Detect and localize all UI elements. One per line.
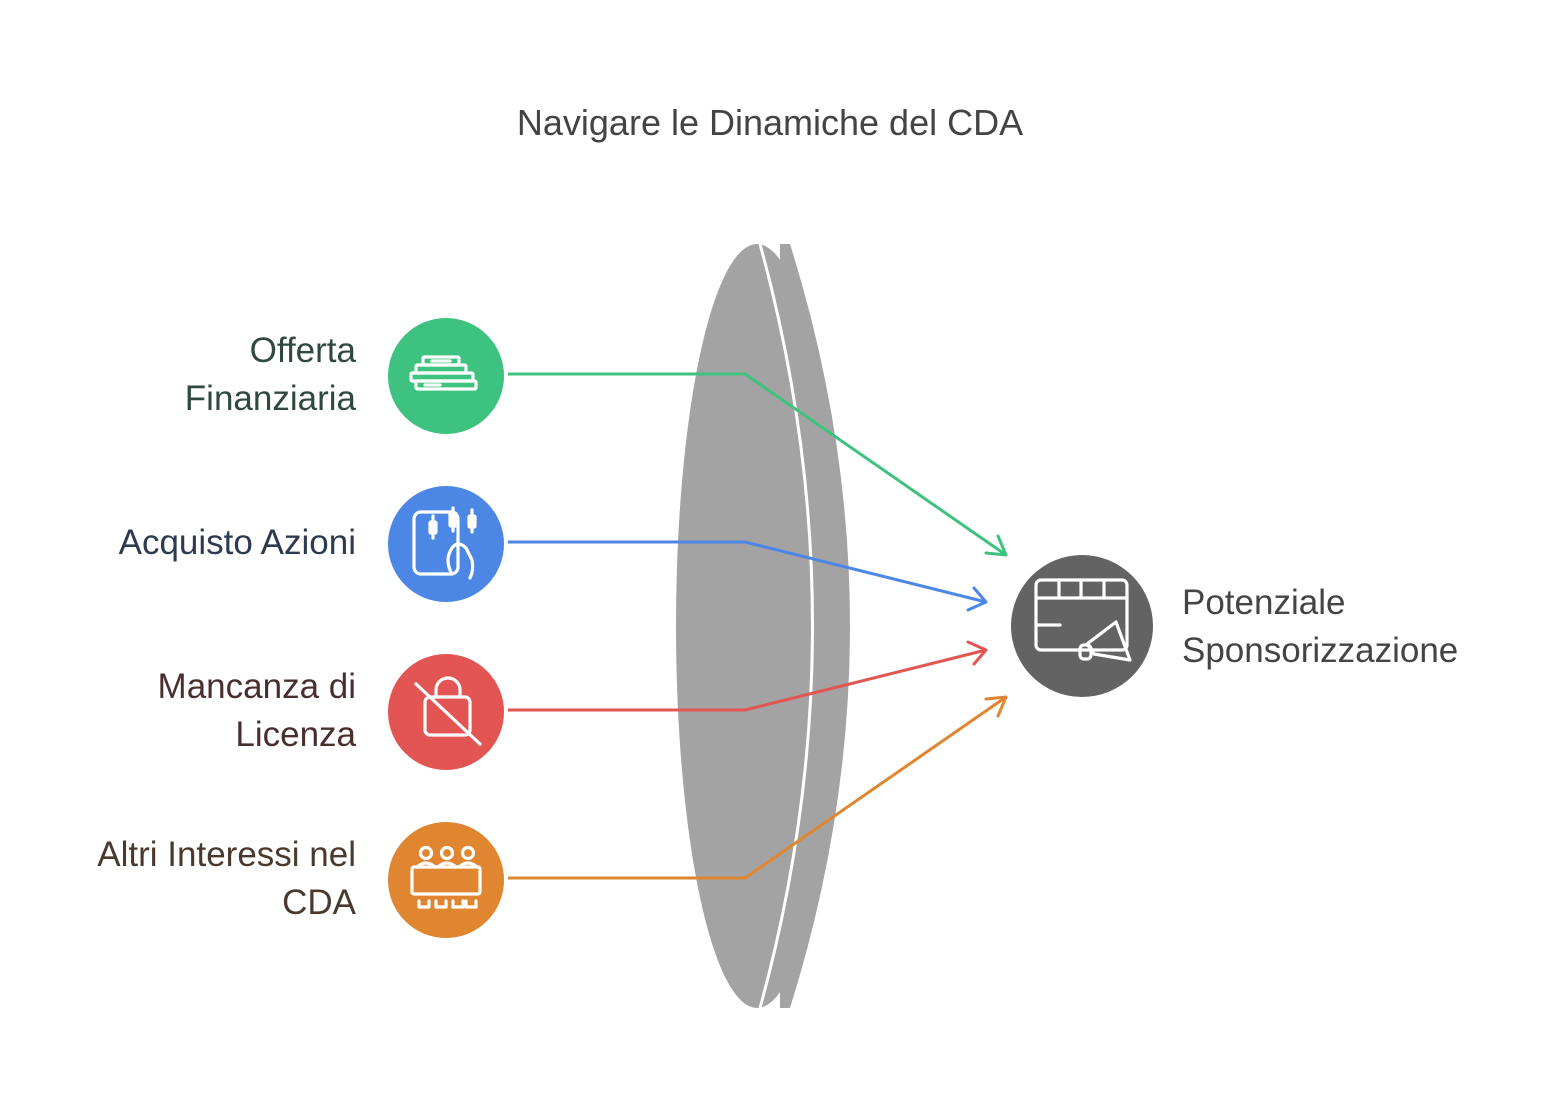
input-circle-acquisto <box>388 486 504 602</box>
input-acquisto-azioni: Acquisto Azioni <box>119 486 504 602</box>
board-meeting-icon <box>410 845 482 909</box>
output-potenziale-sponsorizzazione: Potenziale Sponsorizzazione <box>1011 555 1458 697</box>
connector-mancanza <box>508 648 987 712</box>
input-label-mancanza-line1: Mancanza di <box>158 667 356 706</box>
output-label-line1: Potenziale <box>1182 583 1345 622</box>
lens <box>676 243 850 1009</box>
connector-offerta <box>508 372 1007 557</box>
connector-altri <box>508 695 1007 880</box>
diagram-title: Navigare le Dinamiche del CDA <box>517 102 1023 143</box>
arrowhead-mancanza <box>966 640 988 666</box>
connector-acquisto <box>508 540 987 604</box>
arrowhead-altri <box>984 695 1008 718</box>
lens-rim-line <box>758 243 814 1009</box>
output-label-line2: Sponsorizzazione <box>1182 631 1458 670</box>
input-circle-offerta <box>388 318 504 434</box>
output-circle <box>1011 555 1153 697</box>
connectors <box>508 372 1008 880</box>
arrowhead-offerta <box>984 534 1008 557</box>
input-label-altri-line1: Altri Interessi nel <box>97 835 356 874</box>
arrowhead-acquisto <box>966 586 988 612</box>
billboard-megaphone-icon <box>1034 578 1132 662</box>
input-mancanza-licenza: Mancanza di Licenza <box>158 654 504 770</box>
input-label-acquisto: Acquisto Azioni <box>119 523 356 562</box>
input-label-offerta-line1: Offerta <box>250 331 357 370</box>
input-label-offerta-line2: Finanziaria <box>185 379 357 418</box>
input-altri-interessi: Altri Interessi nel CDA <box>97 822 504 938</box>
lens-front <box>676 244 838 1008</box>
no-lock-icon <box>414 676 482 746</box>
input-label-altri-line2: CDA <box>282 883 357 922</box>
input-label-mancanza-line2: Licenza <box>235 715 356 754</box>
money-stack-icon <box>409 355 478 391</box>
stock-chart-hand-icon <box>412 506 477 580</box>
input-offerta-finanziaria: Offerta Finanziaria <box>185 318 504 434</box>
input-circle-altri <box>388 822 504 938</box>
